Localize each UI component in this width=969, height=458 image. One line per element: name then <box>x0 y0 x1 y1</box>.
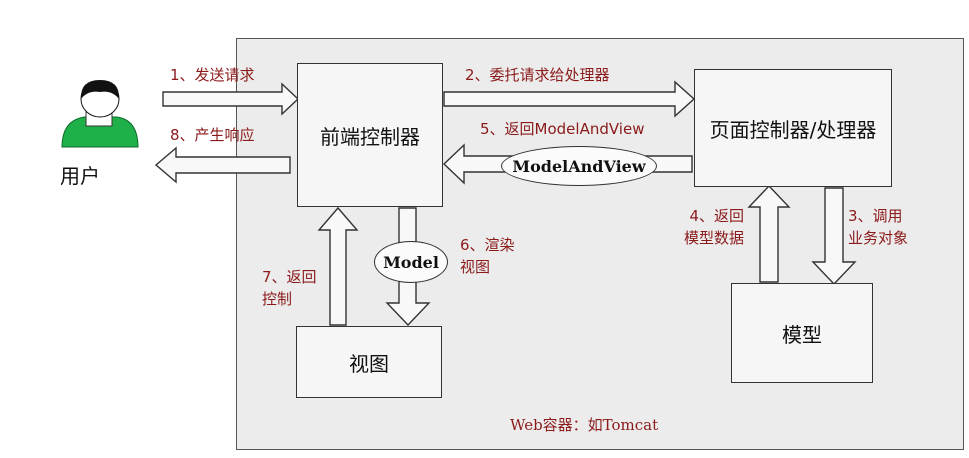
user-label: 用户 <box>60 164 100 188</box>
model-box: 模型 <box>731 283 873 383</box>
modelandview-ellipse: ModelAndView <box>501 146 657 186</box>
model-box-label: 模型 <box>782 322 822 347</box>
page-controller-label: 页面控制器/处理器 <box>709 117 877 142</box>
web-container-label: Web容器：如Tomcat <box>510 416 659 434</box>
step-4-label: 4、返回模型数据 <box>684 207 745 247</box>
step-5-label: 5、返回ModelAndView <box>480 120 645 138</box>
front-controller-box: 前端控制器 <box>297 63 443 207</box>
step-2-label: 2、委托请求给处理器 <box>465 66 610 84</box>
user-icon <box>61 80 139 148</box>
arrow-call-business <box>811 187 857 286</box>
front-controller-label: 前端控制器 <box>320 124 420 149</box>
view-box: 视图 <box>296 326 442 398</box>
arrow-return-model-data <box>747 184 791 283</box>
step-6-label: 6、渲染视图 <box>460 236 515 276</box>
arrow-produce-response <box>154 146 291 184</box>
page-controller-box: 页面控制器/处理器 <box>694 69 892 187</box>
arrow-delegate-request <box>443 80 696 118</box>
step-3-label: 3、调用业务对象 <box>848 207 909 247</box>
step-1-label: 1、发送请求 <box>170 66 255 84</box>
arrow-send-request <box>162 82 300 116</box>
view-label: 视图 <box>349 351 389 376</box>
step-8-label: 8、产生响应 <box>170 126 255 144</box>
model-ellipse: Model <box>374 241 448 283</box>
arrow-return-control <box>317 206 359 326</box>
step-7-label: 7、返回控制 <box>262 268 317 308</box>
model-ellipse-label: Model <box>383 252 439 272</box>
modelandview-label: ModelAndView <box>512 156 646 176</box>
